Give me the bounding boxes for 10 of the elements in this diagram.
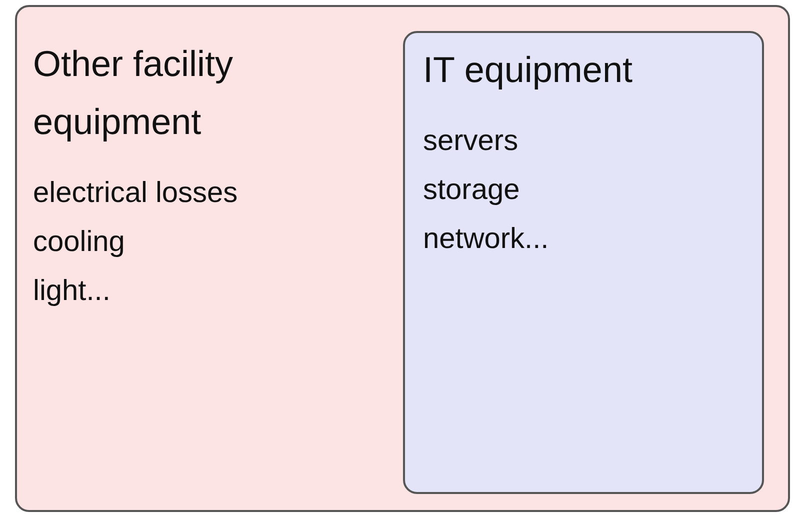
list-item: network... xyxy=(423,222,550,257)
group-heading: Other facility equipment xyxy=(33,42,234,144)
list-item: servers xyxy=(423,124,520,159)
group-box xyxy=(403,31,764,494)
list-item: storage xyxy=(423,173,521,208)
list-item: electrical losses xyxy=(33,176,239,211)
list-item: cooling xyxy=(33,225,126,260)
group-box xyxy=(15,5,790,512)
group-heading: IT equipment xyxy=(423,48,634,92)
list-item: light... xyxy=(33,274,112,309)
